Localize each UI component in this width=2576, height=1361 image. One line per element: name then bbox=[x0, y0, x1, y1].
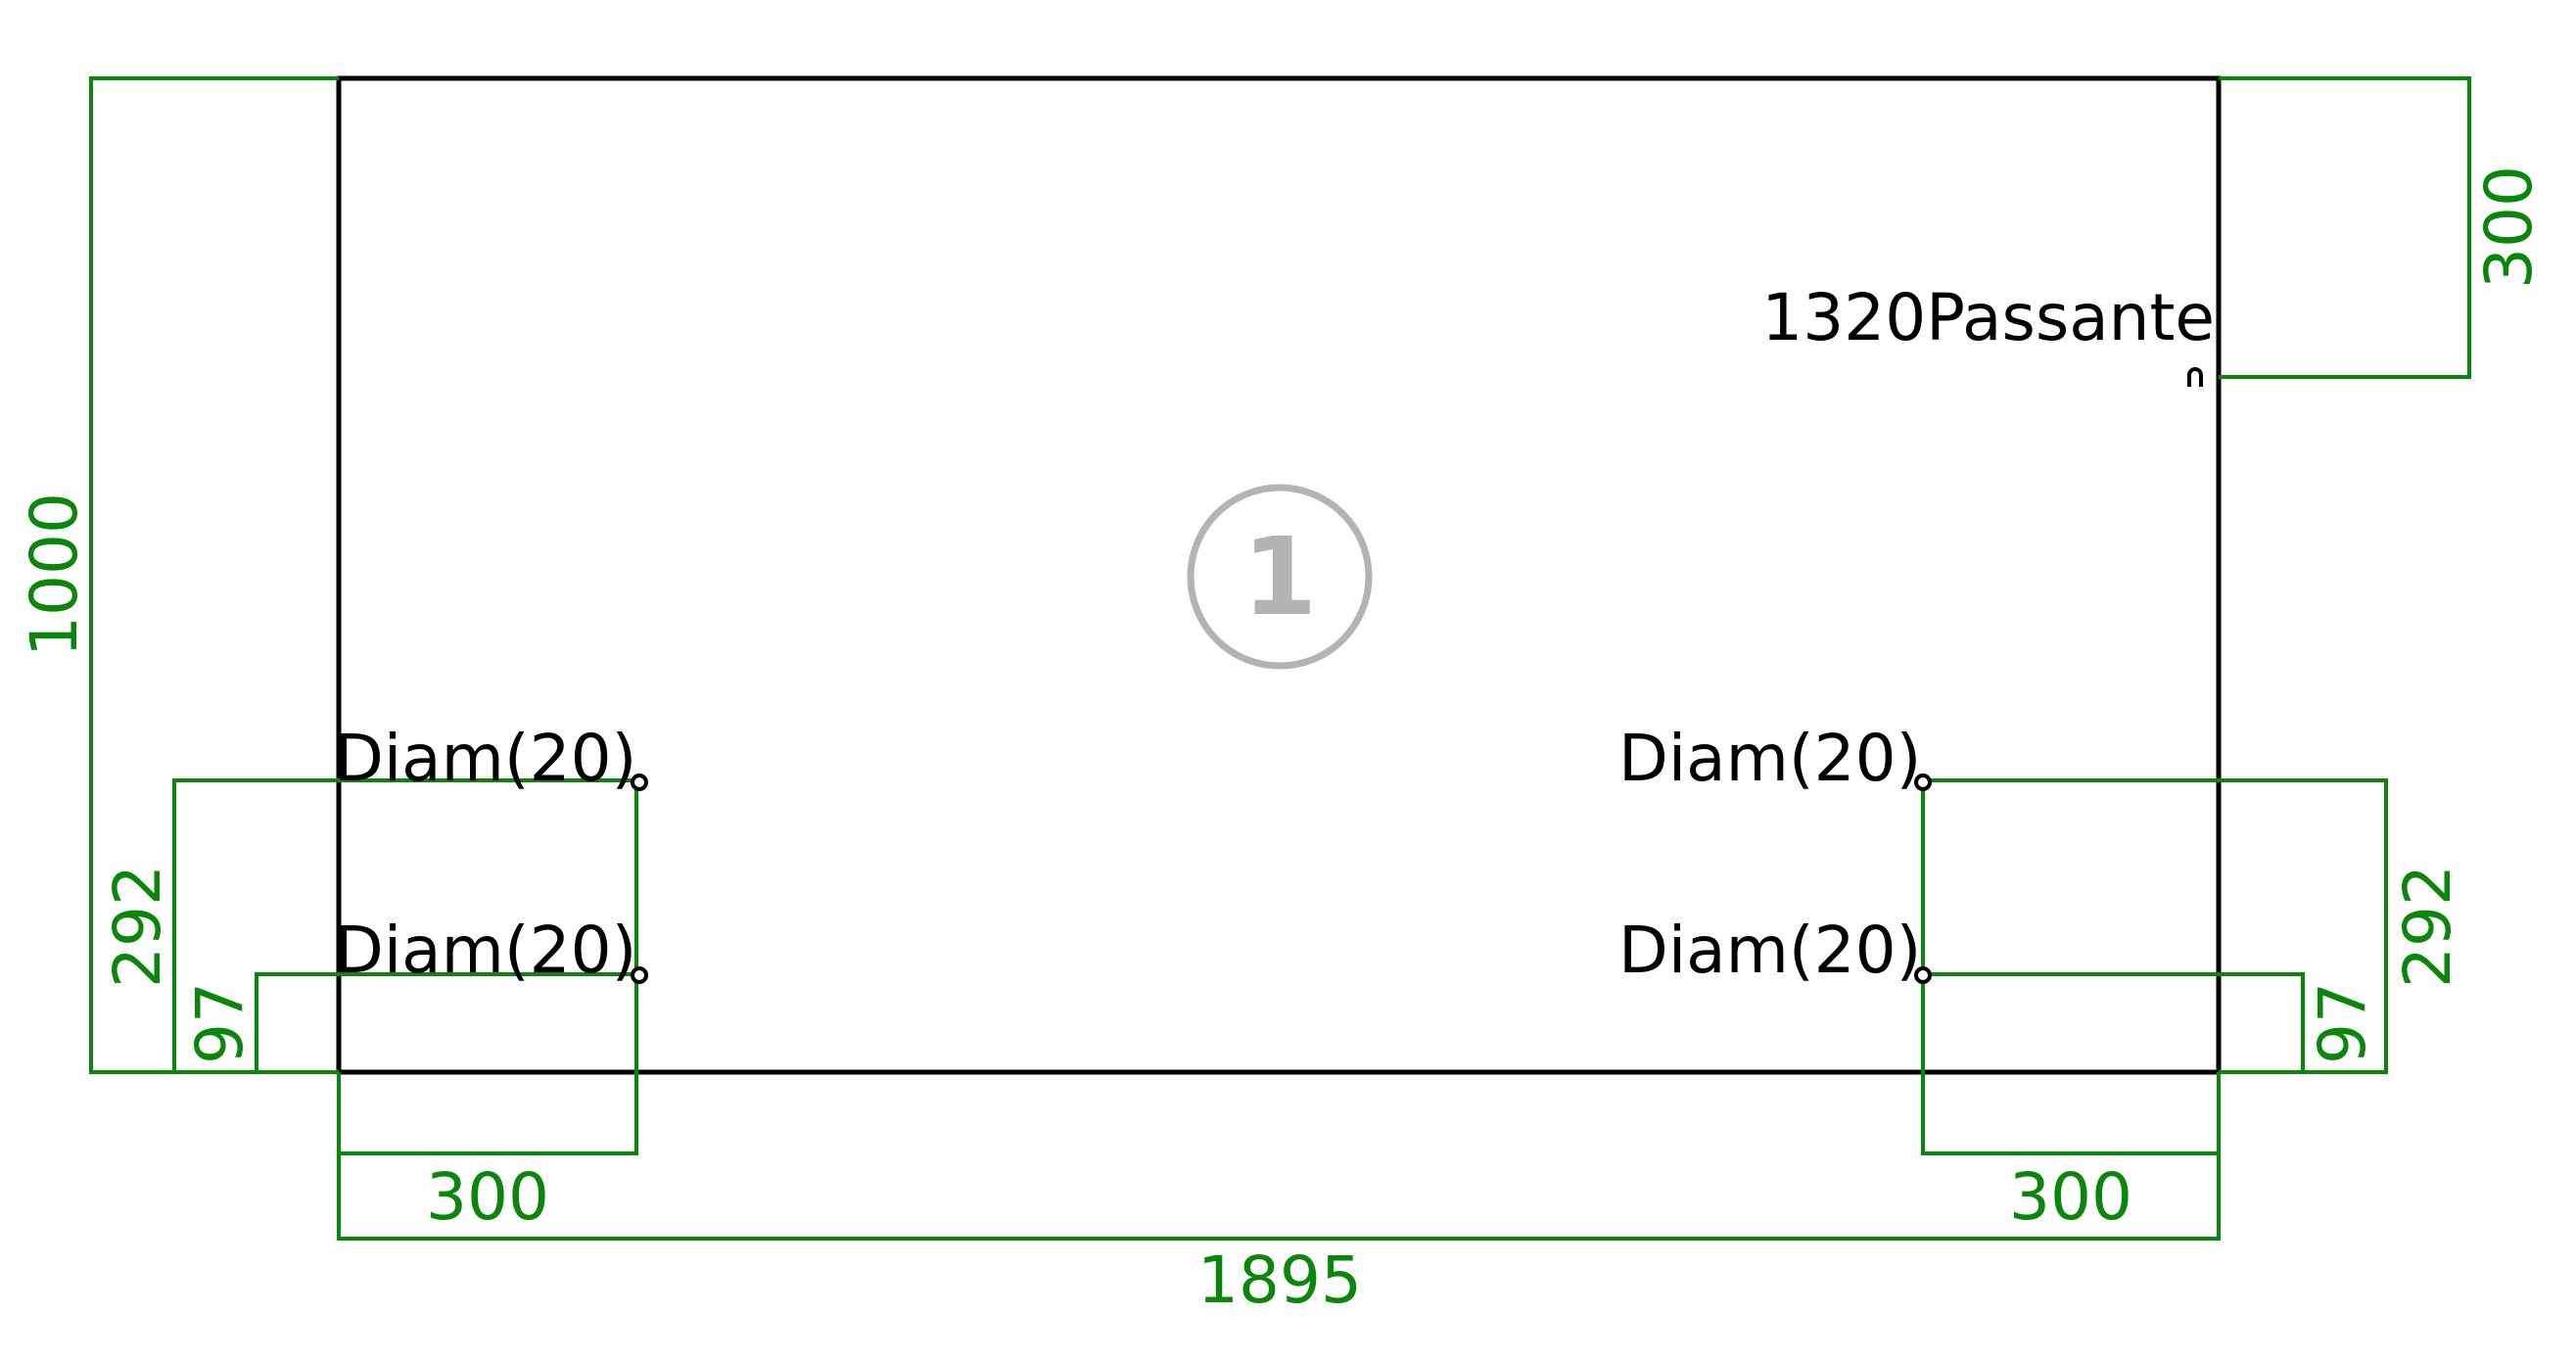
dimension-left-hole-x-value: 300 bbox=[426, 1159, 549, 1235]
dimension-top-right-offset: 300 bbox=[2219, 76, 2547, 379]
hole-left-upper bbox=[631, 774, 648, 791]
dimension-left-upper-hole-y: 292 bbox=[100, 778, 636, 1072]
part-marker-ring bbox=[1187, 484, 1373, 670]
dimension-overall-width: 1895 bbox=[337, 1072, 2221, 1318]
part-marker: 1 bbox=[1187, 484, 1373, 670]
dimension-right-lower-hole-y: 97 bbox=[1923, 972, 2380, 1072]
dimension-right-hole-x: 300 bbox=[1921, 780, 2221, 1235]
part-marker-number: 1 bbox=[1242, 514, 1318, 639]
dimension-left-upper-hole-y-value: 292 bbox=[100, 865, 175, 988]
dimension-left-lower-hole-y-value: 97 bbox=[182, 982, 258, 1064]
label-hole-right-lower: Diam(20) bbox=[1618, 913, 1921, 988]
dimension-left-hole-x: 300 bbox=[337, 780, 638, 1235]
slot-symbol bbox=[2187, 367, 2203, 387]
dimension-left-lower-hole-y: 97 bbox=[182, 972, 636, 1072]
dimension-right-upper-hole-y: 292 bbox=[1923, 778, 2465, 1074]
dimension-overall-width-value: 1895 bbox=[1197, 1243, 1362, 1318]
panel-outline bbox=[336, 75, 2222, 1075]
hole-left-lower bbox=[631, 966, 648, 984]
hole-right-upper bbox=[1914, 774, 1932, 791]
dimension-overall-height: 1000 bbox=[17, 76, 339, 1074]
dimension-top-right-offset-value: 300 bbox=[2471, 165, 2547, 289]
dimension-right-hole-x-value: 300 bbox=[2009, 1159, 2132, 1235]
dimension-overall-height-value: 1000 bbox=[17, 493, 92, 657]
label-hole-left-upper: Diam(20) bbox=[334, 721, 636, 796]
label-hole-left-lower: Diam(20) bbox=[334, 913, 636, 988]
label-hole-right-upper: Diam(20) bbox=[1618, 721, 1921, 796]
hole-right-lower bbox=[1914, 966, 1932, 984]
dimension-right-lower-hole-y-value: 97 bbox=[2305, 982, 2380, 1064]
dimension-right-upper-hole-y-value: 292 bbox=[2390, 865, 2465, 988]
label-slot: 1320Passante bbox=[1761, 280, 2215, 355]
